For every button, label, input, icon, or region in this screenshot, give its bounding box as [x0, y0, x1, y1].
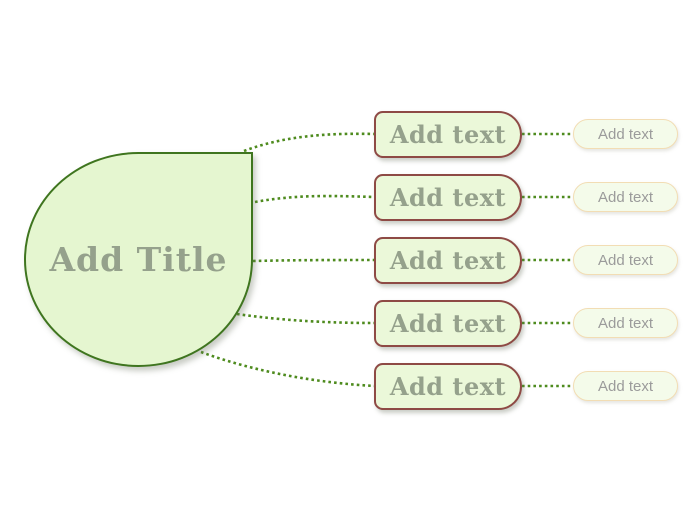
branch-node-4[interactable]: Add text	[374, 299, 522, 347]
branch-label: Add text	[389, 119, 507, 149]
branch-node-2[interactable]: Add text	[374, 173, 522, 221]
sub-branch-label: Add text	[597, 251, 654, 269]
sub-branch-node-3[interactable]: Add text	[573, 245, 678, 275]
sub-branch-label: Add text	[597, 377, 654, 395]
sub-branch-node-5[interactable]: Add text	[573, 371, 678, 401]
sub-branch-node-2[interactable]: Add text	[573, 182, 678, 212]
branch-label: Add text	[389, 245, 507, 275]
connector-center-branch-1	[243, 132, 376, 153]
connector-center-branch-4	[236, 312, 376, 325]
branch-label: Add text	[389, 308, 507, 338]
branch-node-1[interactable]: Add text	[374, 110, 522, 158]
sub-branch-label: Add text	[597, 125, 654, 143]
branch-label: Add text	[389, 371, 507, 401]
branch-node-3[interactable]: Add text	[374, 236, 522, 284]
central-topic-node[interactable]: Add Title	[24, 152, 253, 367]
connector-center-branch-2	[254, 194, 376, 204]
sub-branch-label: Add text	[597, 314, 654, 332]
central-topic-label: Add Title	[49, 240, 228, 279]
connector-center-branch-3	[252, 258, 376, 263]
sub-branch-node-1[interactable]: Add text	[573, 119, 678, 149]
branch-label: Add text	[389, 182, 507, 212]
branch-node-5[interactable]: Add text	[374, 362, 522, 410]
sub-branch-node-4[interactable]: Add text	[573, 308, 678, 338]
sub-branch-label: Add text	[597, 188, 654, 206]
connector-center-branch-5	[200, 350, 376, 388]
